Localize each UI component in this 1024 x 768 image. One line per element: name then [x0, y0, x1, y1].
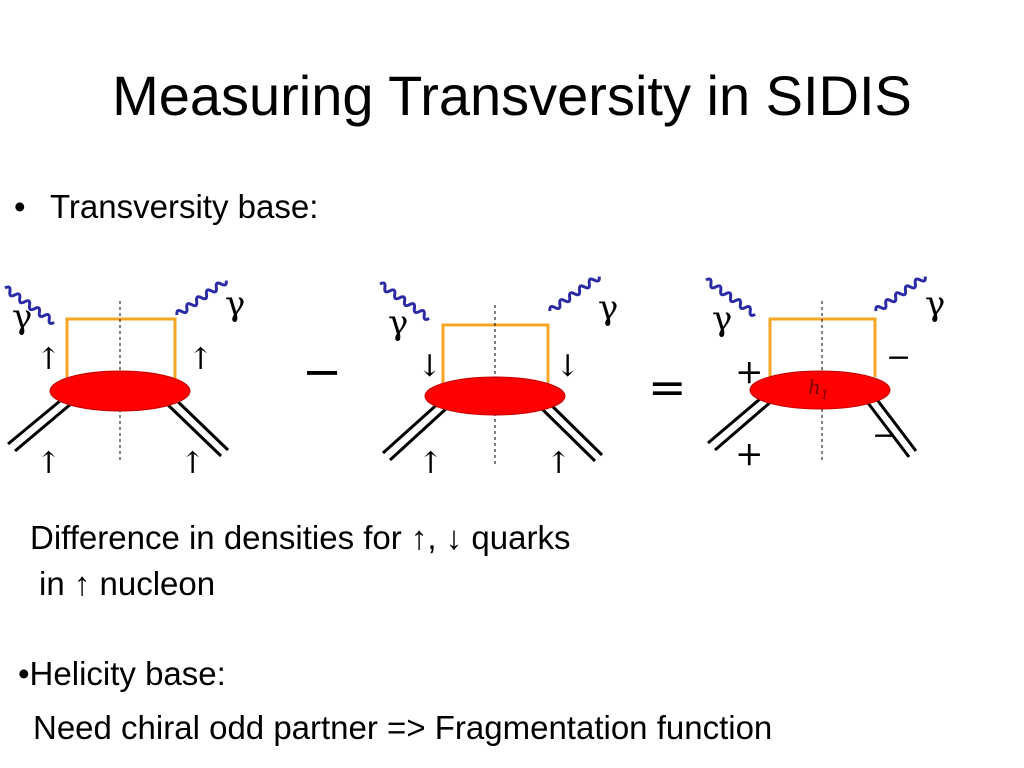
- bullet-transversity: • Transversity base:: [14, 187, 318, 227]
- blob-1: [49, 370, 191, 412]
- nucleon-line-3a: [707, 391, 768, 445]
- photon-left-3: [705, 277, 756, 317]
- nucleon-line-2c: [544, 398, 604, 457]
- caption: Difference in densities for ↑, ↓ quarks …: [30, 515, 570, 607]
- minus-sign: −: [872, 418, 897, 453]
- bullet-marker: •: [14, 188, 26, 225]
- diagram-1: γ γ ↑ ↑ ↑ ↑: [4, 280, 245, 481]
- minus-operator: −: [302, 344, 342, 400]
- gamma-label: γ: [712, 299, 732, 339]
- quark-line-1: [65, 317, 177, 383]
- bullet-transversity-text: Transversity base:: [50, 188, 319, 225]
- quark-arrow-up: ↑: [36, 342, 61, 377]
- caption-line-2: in ↑ nucleon: [39, 565, 216, 602]
- gamma-label: γ: [925, 284, 945, 324]
- blob-label-h1: h1: [808, 375, 829, 402]
- photon-left-1: [4, 285, 55, 325]
- photon-right-2: [548, 276, 601, 312]
- blob-3: [749, 370, 891, 410]
- slide-title: Measuring Transversity in SIDIS: [112, 64, 912, 127]
- quark-arrow-up: ↑: [188, 342, 213, 377]
- nucleon-arrow-up: ↑: [36, 446, 61, 481]
- diagram-2: γ γ ↓ ↓ ↑ ↑: [379, 276, 618, 481]
- diagram-3: h1 γ γ + − + −: [705, 276, 945, 474]
- nucleon-line-1c: [170, 394, 230, 452]
- nucleon-arrow-up: ↑: [180, 446, 205, 481]
- equals-operator: =: [648, 360, 687, 414]
- photon-right-1: [175, 280, 228, 316]
- nucleon-line-3c: [870, 392, 918, 452]
- nucleon-arrow-up: ↑: [546, 446, 571, 481]
- photon-left-2: [379, 281, 430, 321]
- nucleon-arrow-up: ↑: [418, 446, 443, 481]
- plus-sign: +: [735, 434, 764, 474]
- feynman-diagram: γ γ ↑ ↑ ↑ ↑ − γ γ ↓ ↓ ↑ ↑ = h1: [4, 276, 945, 481]
- nucleon-line-2d: [538, 405, 597, 463]
- quark-arrow-down: ↓: [417, 349, 442, 384]
- nucleon-line-1a: [7, 394, 67, 446]
- quark-arrow-down: ↓: [555, 349, 580, 384]
- blob-2: [424, 376, 566, 416]
- bullet-helicity: •Helicity base:: [18, 655, 226, 692]
- minus-sign: −: [886, 340, 911, 375]
- gamma-label: γ: [598, 288, 618, 328]
- nucleon-line-1d: [164, 401, 223, 458]
- plus-sign: +: [735, 352, 764, 392]
- nucleon-line-3d: [863, 398, 911, 458]
- gamma-label: γ: [388, 303, 408, 343]
- bullet-helicity-detail: Need chiral odd partner => Fragmentation…: [33, 709, 773, 746]
- nucleon-line-3b: [714, 398, 774, 452]
- nucleon-line-1b: [14, 401, 73, 453]
- gamma-label: γ: [225, 284, 245, 324]
- gamma-label: γ: [12, 297, 32, 337]
- nucleon-line-2a: [381, 398, 444, 455]
- caption-line-1: Difference in densities for ↑, ↓ quarks: [30, 519, 571, 556]
- nucleon-line-2b: [388, 405, 450, 462]
- photon-right-3: [874, 276, 927, 312]
